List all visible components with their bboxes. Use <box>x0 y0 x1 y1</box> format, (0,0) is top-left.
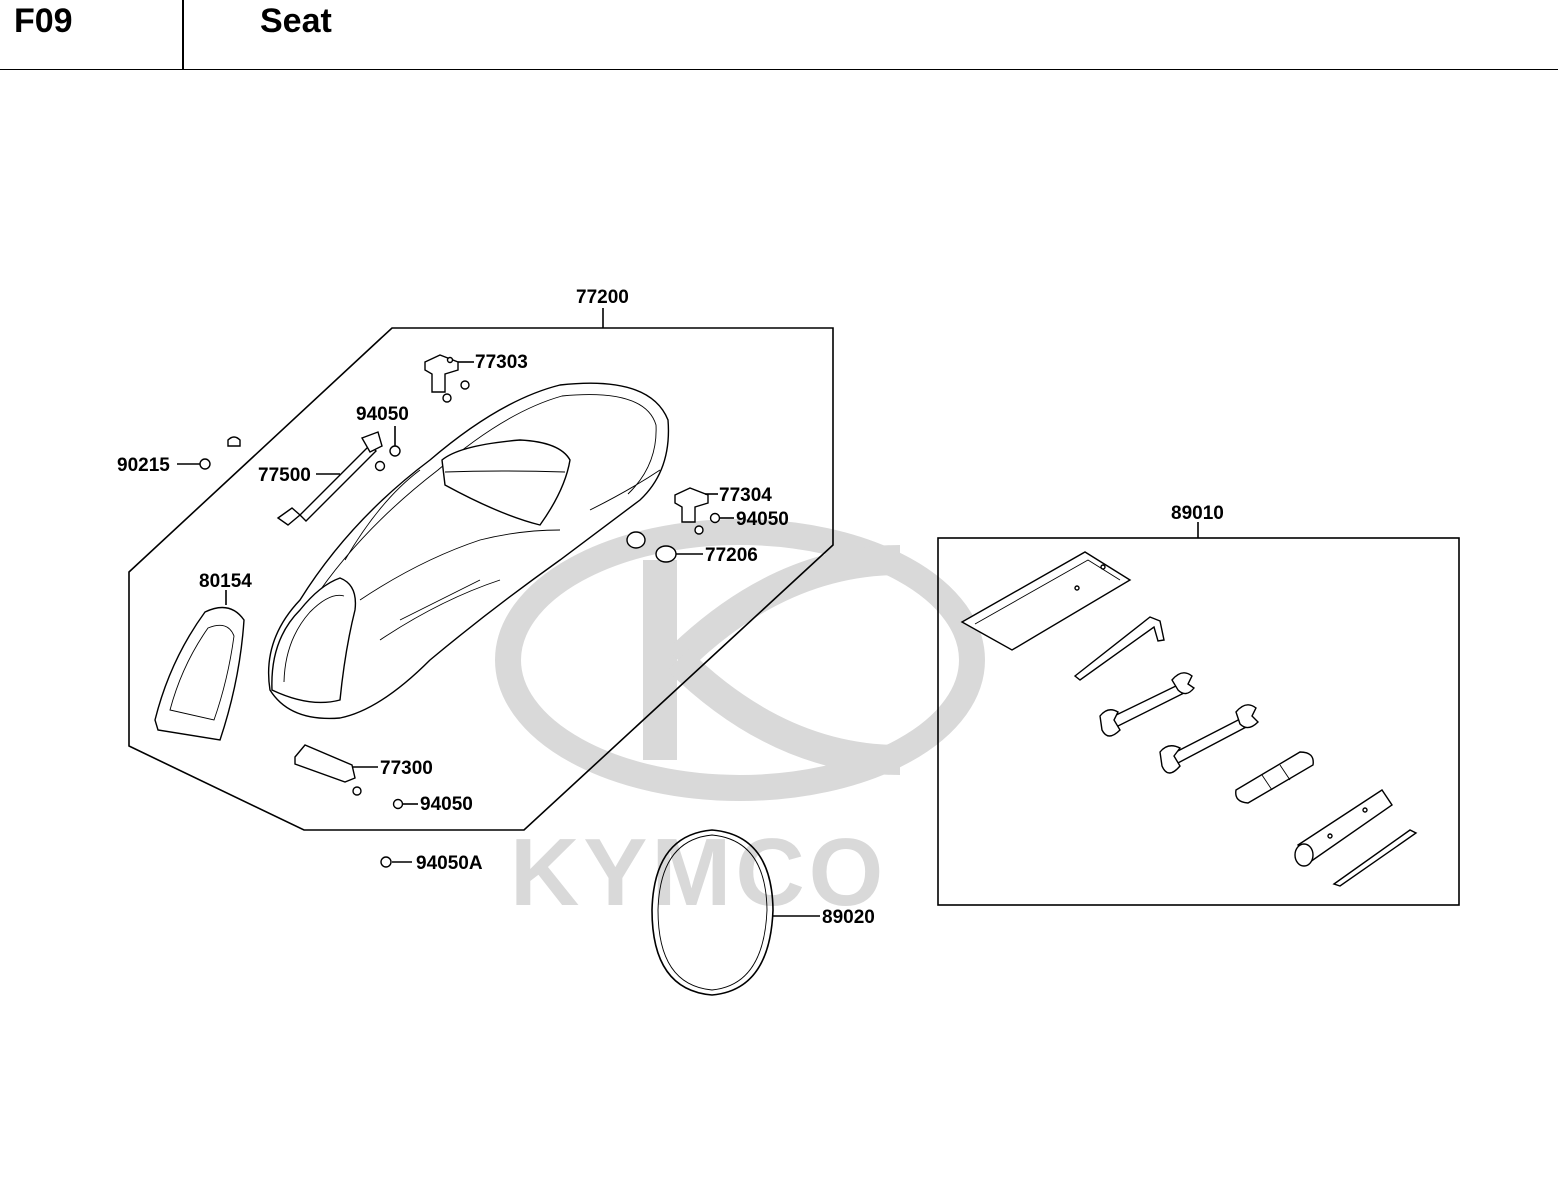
hex-key-part <box>1073 616 1165 681</box>
callout-77303: 77303 <box>475 352 528 373</box>
callout-94050-right: 94050 <box>736 509 789 530</box>
backrest-80154-part <box>154 606 245 741</box>
spark-plug-wrench-part <box>1294 789 1393 867</box>
nut-94050-lower <box>392 798 404 810</box>
rubber-cushion-77206-part <box>626 531 677 563</box>
kymco-watermark-logo: KYMCO <box>495 519 985 926</box>
section-title: Seat <box>260 2 332 40</box>
callout-77200: 77200 <box>576 287 629 308</box>
cap-nut-90215-part <box>199 436 241 470</box>
wrench-large-part <box>1159 704 1259 774</box>
callout-94050-lower: 94050 <box>420 794 473 815</box>
callout-89020: 89020 <box>822 907 875 928</box>
damper-rod-77500-part <box>276 431 386 526</box>
nut-94050A <box>380 856 392 868</box>
callout-94050-upper: 94050 <box>356 404 409 425</box>
screwdriver-handle-part <box>1235 751 1314 804</box>
bracket-77304-part <box>674 487 709 535</box>
page-header: F09 Seat <box>0 0 1558 70</box>
seat-cushion-part <box>267 382 670 720</box>
callout-89010: 89010 <box>1171 503 1224 524</box>
seat-assembly-frame <box>128 327 834 831</box>
callout-77304: 77304 <box>719 485 772 506</box>
latch-77300-part <box>294 744 362 796</box>
header-divider <box>182 0 184 70</box>
bracket-77303-part <box>424 354 470 403</box>
section-code: F09 <box>14 2 73 40</box>
tool-bag-part <box>960 551 1132 651</box>
rubber-band-89020-part <box>651 829 774 996</box>
callout-77300: 77300 <box>380 758 433 779</box>
callout-80154: 80154 <box>199 571 252 592</box>
callout-94050A: 94050A <box>416 853 483 874</box>
callout-90215: 90215 <box>117 455 170 476</box>
callout-77500: 77500 <box>258 465 311 486</box>
screwdriver-shaft-part <box>1332 829 1418 887</box>
wrench-small-part <box>1099 672 1196 737</box>
callout-77206: 77206 <box>705 545 758 566</box>
watermark-text: KYMCO <box>510 819 887 926</box>
nut-94050-upper <box>389 445 401 457</box>
nut-94050-right <box>709 512 721 524</box>
